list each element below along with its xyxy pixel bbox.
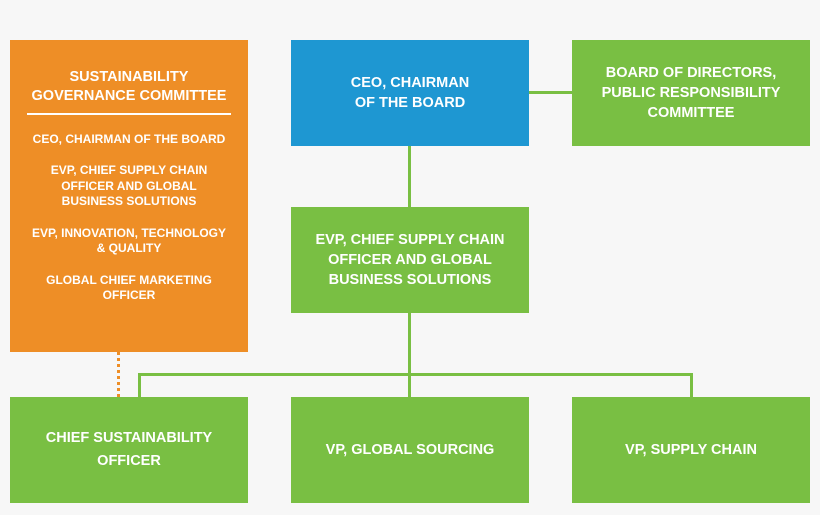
committee-title-divider [27, 113, 231, 115]
committee-member: EVP, INNOVATION, TECHNOLOGY& QUALITY [31, 225, 227, 256]
connector-bus-sourcing [408, 373, 411, 398]
vp-sourcing-box: VP, GLOBAL SOURCING [291, 397, 529, 503]
board-label: BOARD OF DIRECTORS,PUBLIC RESPONSIBILITY… [601, 65, 781, 121]
connector-ceo-board [528, 91, 573, 94]
vp-sourcing-label: VP, GLOBAL SOURCING [325, 442, 495, 458]
connector-evp-bus [408, 312, 411, 375]
connector-ceo-evp [408, 146, 411, 208]
dotted-connector-committee-cso [117, 352, 120, 397]
board-box: BOARD OF DIRECTORS,PUBLIC RESPONSIBILITY… [572, 40, 810, 146]
committee-member: CEO, CHAIRMAN OF THE BOARD [32, 131, 226, 146]
vp-supply-box: VP, SUPPLY CHAIN [572, 397, 810, 503]
connector-bus-cso [138, 373, 141, 398]
vp-supply-label: VP, SUPPLY CHAIN [625, 442, 757, 458]
connector-horizontal-bus [138, 373, 693, 376]
connector-bus-supply [690, 373, 693, 398]
